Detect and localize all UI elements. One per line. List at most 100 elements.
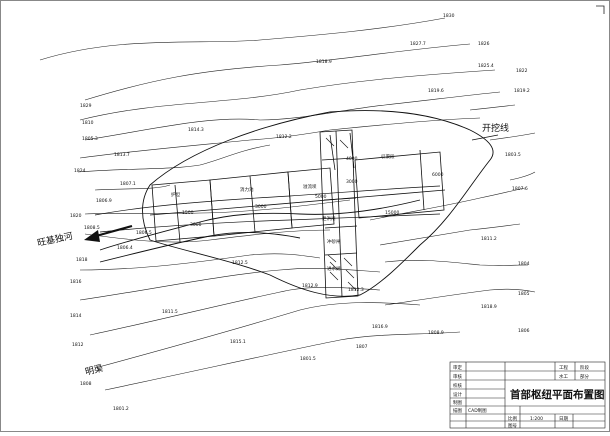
elevation-labels: 1830 1827.7 1826 1825.4 1822 1819.2 1819…	[70, 13, 530, 412]
elevation-label: 1805.3	[82, 136, 98, 142]
structure-label: 泄洪闸	[322, 215, 336, 222]
elevation-label: 1804	[518, 261, 530, 267]
gate-block	[319, 129, 359, 299]
elevation-label: 1801.2	[113, 406, 129, 412]
elevation-label: 1806.9	[96, 198, 112, 204]
contour-line	[84, 91, 501, 141]
contour-line	[94, 302, 421, 369]
hatch-mark	[325, 137, 335, 147]
contour-line	[39, 17, 446, 61]
title-block-row: 设计	[453, 391, 462, 398]
contour-line	[84, 199, 351, 215]
flow-arrow-shaft	[95, 224, 133, 238]
hatch-mark	[343, 257, 353, 267]
valley-line	[99, 199, 421, 251]
elevation-label: 1827.7	[410, 41, 426, 47]
elevation-label: 1811.2	[481, 236, 497, 242]
scale-label: 比例	[508, 415, 517, 422]
title-block-row: CAD制图	[468, 407, 487, 414]
elevation-label: 1819.6	[428, 88, 444, 94]
hatch-mark	[347, 281, 357, 291]
contour-line	[79, 253, 321, 271]
elevation-label: 1829	[80, 103, 92, 109]
title-block-field: 工程	[559, 364, 568, 371]
dim-label: 1500	[182, 210, 194, 216]
elevation-label: 1818.9	[481, 304, 497, 310]
elevation-label: 1818	[76, 257, 88, 263]
elevation-label: 1824	[74, 168, 86, 174]
dim-line	[329, 134, 336, 171]
dim-label: 6000	[432, 172, 444, 178]
title-block-field: 部分	[580, 373, 589, 380]
leader-line	[471, 134, 499, 141]
excavation-line-label: 开挖线	[482, 122, 509, 134]
overflow-dam	[287, 167, 335, 229]
structure-outline	[149, 129, 446, 299]
title-block-field: 阶段	[580, 364, 589, 371]
elevation-label: 1801.5	[300, 356, 316, 362]
elevation-label: 1807.6	[512, 186, 528, 192]
elevation-label: 1808.5	[84, 225, 100, 231]
structure-label: 引渠段	[381, 153, 395, 160]
contour-line	[84, 229, 331, 243]
gate-divider	[324, 225, 358, 229]
axis-line	[149, 189, 446, 216]
gate-divider	[324, 252, 358, 256]
structure-label: 护坦	[171, 191, 180, 198]
contour-line	[84, 43, 471, 101]
contour-line	[369, 187, 526, 221]
elevation-label: 1803.5	[505, 152, 521, 158]
elevation-label: 1808.9	[428, 330, 444, 336]
elevation-label: 1814	[70, 313, 82, 319]
excavation-leader: 开挖线	[471, 122, 509, 141]
dim-label: 4000	[346, 156, 358, 162]
contour-line	[94, 184, 171, 191]
title-block-frame	[449, 361, 606, 429]
elevation-label: 1812.9	[302, 283, 318, 289]
contour-line	[104, 331, 461, 391]
dim-line	[419, 149, 425, 211]
flow-arrow-head	[84, 230, 100, 242]
dim-label: 5000	[315, 194, 327, 200]
dim-label: 3000	[346, 179, 358, 185]
elevation-label: 1805	[518, 291, 530, 297]
elevation-label: 1812.2	[276, 134, 292, 140]
scale-value: 1:200	[530, 416, 543, 422]
diversion-channel	[354, 151, 445, 219]
hatch-mark	[345, 269, 355, 279]
title-block-field: 水工	[559, 373, 568, 380]
structure-label: 冲砂闸	[327, 238, 341, 245]
number-label: 图号	[508, 423, 517, 429]
dim-label: 15000	[385, 210, 399, 216]
contour-line	[469, 104, 516, 111]
elevation-label: 1816	[70, 279, 82, 285]
contour-line	[79, 117, 481, 159]
dim-label: 3000	[190, 222, 202, 228]
dimension-labels: 3000 3000 15000 5000 4000 3000 6000 1500	[182, 156, 444, 228]
elevation-label: 1807.1	[120, 181, 136, 187]
structure-labels: 护坦 消力池 溢流坝 冲砂闸 进水闸 泄洪闸 引渠段	[171, 153, 395, 272]
structure-label: 消力池	[240, 186, 254, 193]
elevation-label: 1812.3	[348, 287, 364, 293]
contour-line	[79, 69, 496, 121]
elevation-label: 1815.1	[230, 339, 246, 345]
contour-lines	[39, 17, 536, 391]
title-block	[449, 361, 606, 429]
contour-line	[384, 288, 536, 306]
drawing-title: 首部枢纽平面布置图	[510, 388, 605, 401]
structure-label: 进水闸	[327, 265, 341, 272]
title-block-row: 制图	[453, 399, 462, 406]
title-block-row: 描图	[453, 407, 462, 414]
elevation-label: 1818.9	[316, 59, 332, 65]
elevation-label: 1819.2	[514, 88, 530, 94]
elevation-label: 1813.7	[114, 152, 130, 158]
flow-arrow	[84, 224, 133, 242]
title-block-row: 审核	[453, 373, 462, 380]
contour-line	[509, 171, 536, 181]
elevation-label: 1820	[70, 213, 82, 219]
date-label: 日期	[559, 416, 568, 422]
elevation-label: 1807	[356, 344, 368, 350]
contour-line	[89, 286, 381, 336]
dim-line	[349, 132, 355, 169]
